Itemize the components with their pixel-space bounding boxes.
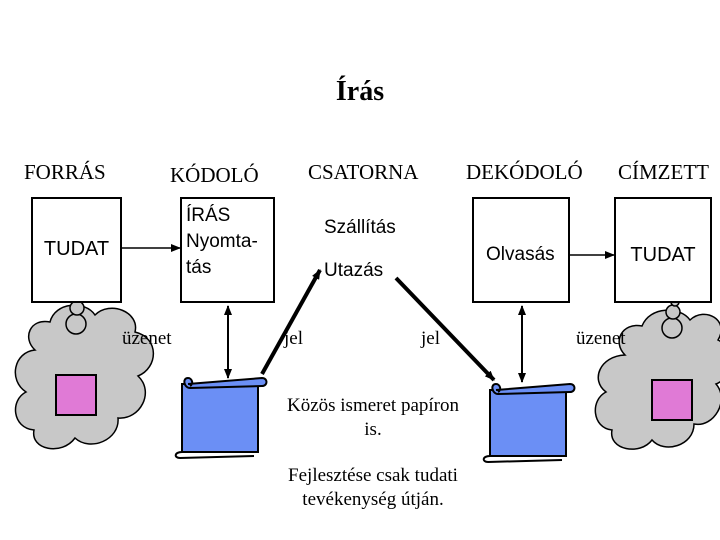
scroll-right (482, 382, 576, 464)
message-label-left: üzenet (122, 328, 172, 349)
header-decoder: DEKÓDOLÓ (466, 160, 583, 184)
channel-travel-label: Utazás (324, 260, 384, 281)
encoder-line-3: tás (186, 257, 212, 278)
arrow-scroll-channel (260, 269, 322, 375)
encoder-line-2: Nyomta- (186, 231, 258, 252)
header-receiver: CÍMZETT (618, 160, 709, 184)
source-box (31, 197, 122, 303)
encoder-box (180, 197, 275, 303)
diagram-title: Írás (335, 76, 385, 107)
thought-cloud-left (14, 293, 154, 450)
channel-transport-label: Szállítás (324, 217, 396, 238)
scroll-left (174, 376, 268, 460)
encoder-line-1: ÍRÁS (186, 205, 231, 226)
signal-label-right: jel (421, 328, 440, 349)
note1-line-1: Közös ismeret papíron (286, 395, 459, 416)
thought-square-right (651, 379, 693, 421)
message-label-right: üzenet (576, 328, 626, 349)
thought-cloud-right (594, 297, 720, 450)
receiver-box (614, 197, 712, 303)
note2-line-1: Fejlesztése csak tudati (288, 465, 458, 486)
decoder-box (472, 197, 570, 303)
receiver-box-label: TUDAT (630, 244, 696, 266)
decoder-box-label: Olvasás (486, 244, 555, 265)
header-channel: CSATORNA (308, 160, 419, 184)
note-development: Fejlesztése csak tudati tevékenység útjá… (262, 464, 484, 512)
thought-square-left (55, 374, 97, 416)
note1-line-2: is. (364, 419, 382, 440)
header-source: FORRÁS (24, 160, 106, 184)
source-box-label: TUDAT (43, 238, 110, 260)
signal-label-left: jel (284, 328, 303, 349)
header-encoder: KÓDOLÓ (170, 163, 259, 187)
note2-line-2: tevékenység útján. (302, 489, 444, 510)
arrow-channel-scroll (394, 276, 496, 382)
encoder-box-text: ÍRÁS Nyomta- tás (186, 203, 258, 281)
note-shared-knowledge: Közös ismeret papíron is. (262, 394, 484, 442)
